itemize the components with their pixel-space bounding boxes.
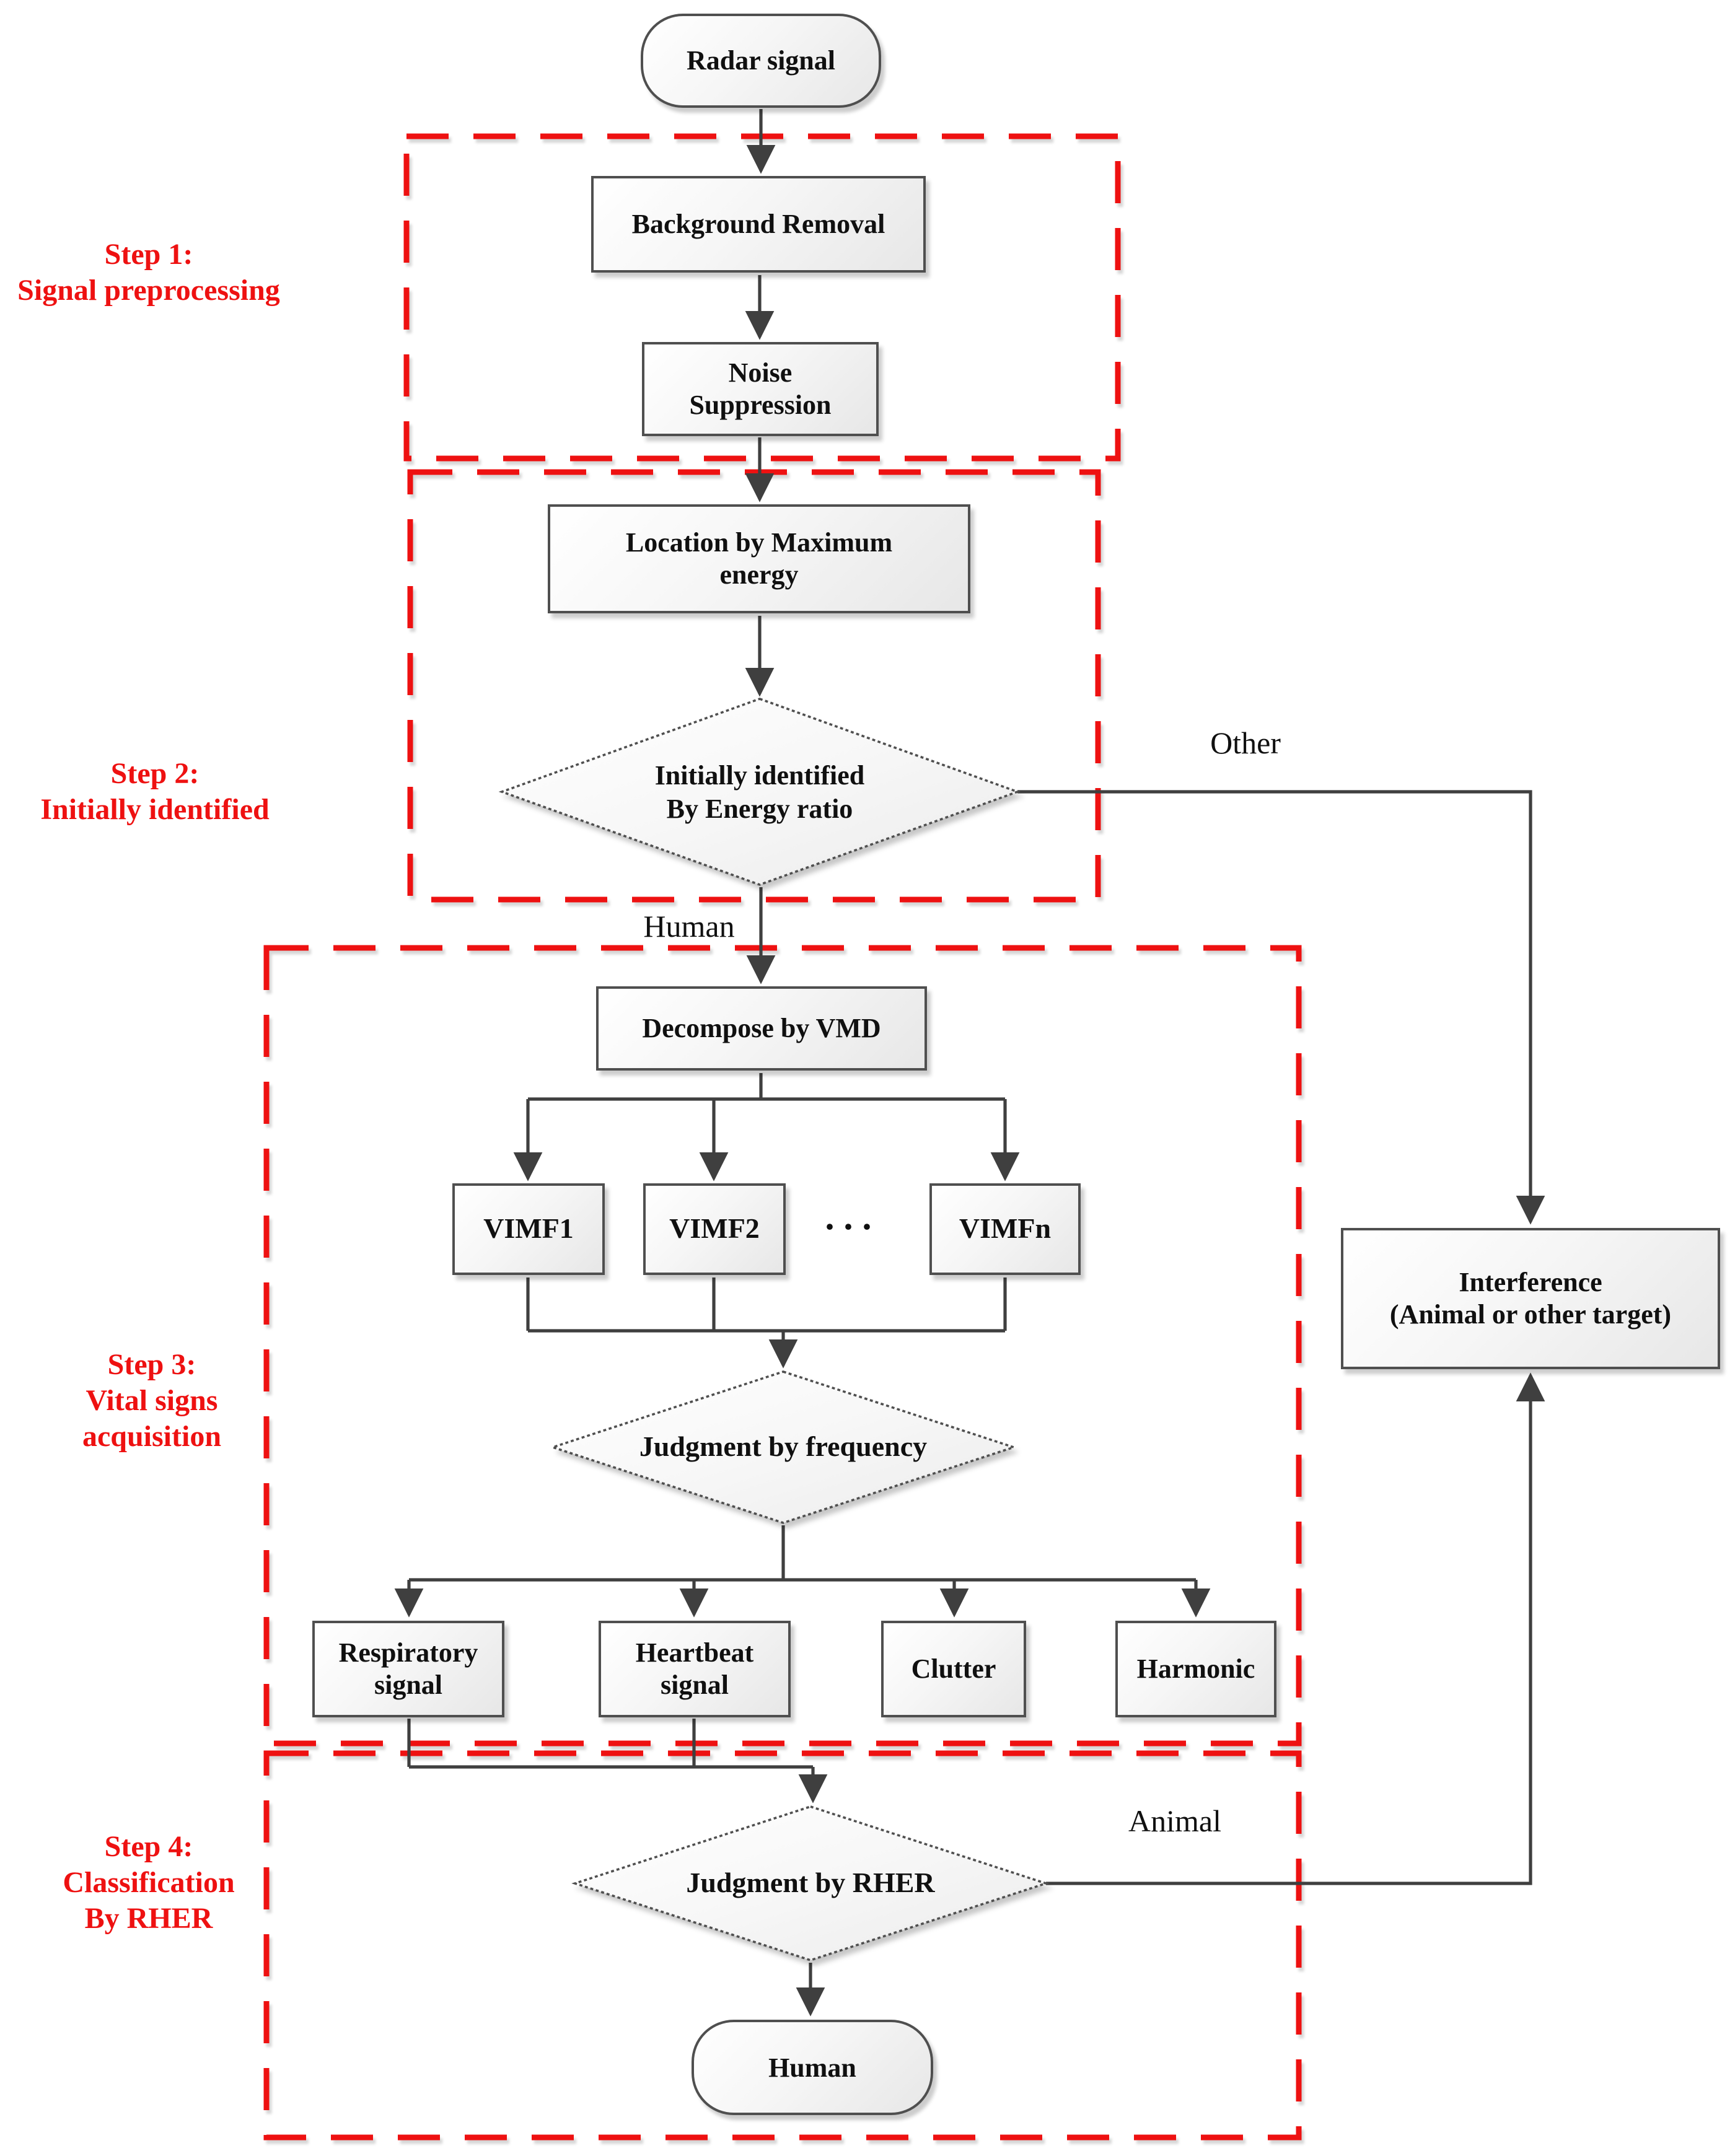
harmonic-label: Harmonic [1136, 1653, 1255, 1685]
vimfn-label: VIMFn [959, 1213, 1052, 1245]
step2-label-line1: Step 2: [110, 758, 200, 791]
vimf1-label: VIMF1 [483, 1213, 574, 1245]
step4-dashed-box [263, 1750, 1302, 2141]
interference-line1: Interference [1459, 1266, 1602, 1298]
vimf-ellipsis: ··· [823, 1207, 879, 1248]
vimf2-label: VIMF2 [669, 1213, 760, 1245]
heartbeat-signal-box: Heartbeat signal [599, 1621, 791, 1717]
noise-suppression-line2: Suppression [689, 389, 832, 420]
edge-freq-split-bar [409, 1525, 1196, 1582]
step3-label-line2: Vital signs [86, 1385, 218, 1418]
step2-label: Step 2: Initially identified [6, 757, 304, 828]
interference-line2: (Animal or other target) [1389, 1299, 1672, 1330]
clutter-label: Clutter [911, 1653, 996, 1685]
human-terminal-label: Human [768, 2051, 856, 2083]
step4-label: Step 4: Classification By RHER [0, 1830, 297, 1937]
step4-label-line3: By RHER [84, 1903, 213, 1935]
background-removal-label: Background Removal [631, 208, 885, 240]
step3-dashed-box [263, 945, 1302, 1746]
clutter-box: Clutter [881, 1621, 1026, 1717]
vimf2-box: VIMF2 [643, 1183, 786, 1275]
background-removal-box: Background Removal [591, 176, 926, 273]
step1-label-line2: Signal preprocessing [17, 274, 280, 307]
step1-label-line1: Step 1: [104, 239, 193, 271]
edge-vitals-merge-bar [407, 1719, 813, 1769]
respiratory-line2: signal [374, 1669, 443, 1700]
vimfn-box: VIMFn [929, 1183, 1081, 1275]
frequency-decision-diamond [549, 1370, 1017, 1524]
human-branch-label: Human [643, 911, 735, 944]
other-branch-label: Other [1210, 727, 1281, 761]
step3-label-line3: acquisition [82, 1421, 222, 1453]
radar-signal-terminal: Radar signal [641, 14, 881, 108]
respiratory-signal-box: Respiratory signal [312, 1621, 504, 1717]
rher-decision-diamond [571, 1805, 1050, 1961]
interference-box: Interference (Animal or other target) [1341, 1228, 1720, 1369]
step2-label-line2: Initially identified [40, 794, 270, 826]
harmonic-box: Harmonic [1115, 1621, 1276, 1717]
location-max-energy-box: Location by Maximum energy [548, 504, 970, 613]
step2-dashed-box [407, 469, 1101, 903]
location-line1: Location by Maximum [625, 527, 893, 558]
noise-suppression-box: Noise Suppression [642, 342, 879, 436]
heartbeat-line2: signal [660, 1669, 729, 1700]
vimf1-box: VIMF1 [452, 1183, 605, 1275]
decompose-vmd-label: Decompose by VMD [642, 1012, 881, 1044]
heartbeat-line1: Heartbeat [635, 1637, 754, 1668]
step3-label-line1: Step 3: [107, 1349, 196, 1382]
edge-decompose-split-bar [528, 1073, 1005, 1101]
step3-label: Step 3: Vital signs acquisition [6, 1348, 297, 1455]
edge-energy-decision-other-to-interference [1017, 790, 1545, 1225]
step1-label: Step 1: Signal preprocessing [0, 238, 297, 309]
radar-signal-label: Radar signal [686, 45, 835, 76]
decompose-vmd-box: Decompose by VMD [596, 986, 927, 1071]
step4-label-line2: Classification [63, 1867, 235, 1900]
edge-vimf-merge-bar [526, 1277, 1007, 1333]
human-terminal: Human [692, 2020, 933, 2115]
respiratory-line1: Respiratory [338, 1637, 478, 1668]
noise-suppression-line1: Noise [728, 357, 793, 388]
energy-ratio-decision-diamond [498, 698, 1021, 886]
animal-branch-label: Animal [1128, 1805, 1221, 1839]
location-line2: energy [719, 559, 799, 590]
edge-rher-animal-to-interference [1046, 1372, 1545, 1885]
step4-label-line1: Step 4: [104, 1831, 193, 1864]
